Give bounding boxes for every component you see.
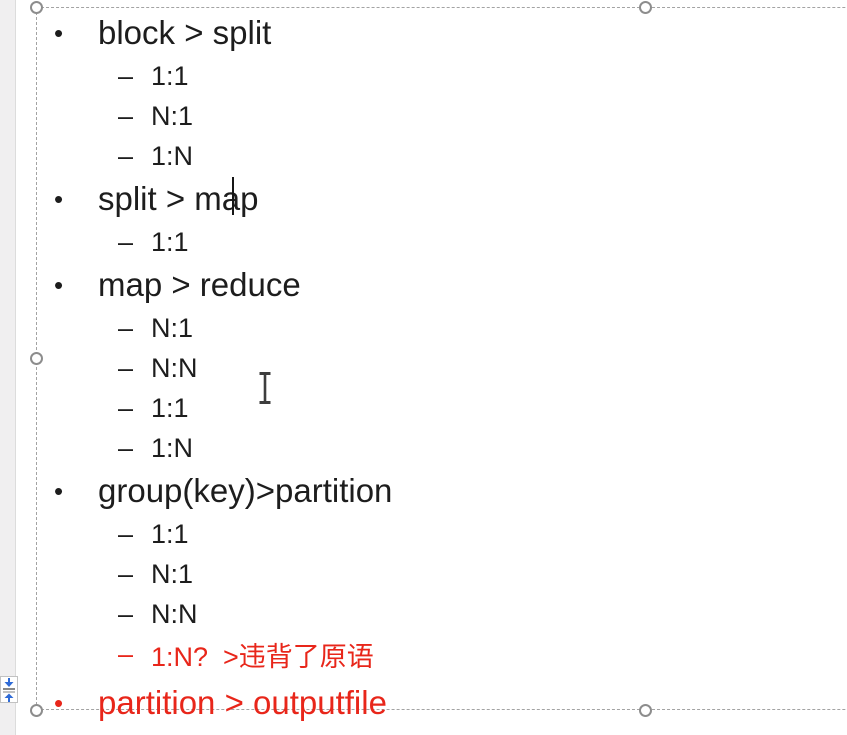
bullet-dash-icon: – [118,226,134,257]
list-item-text[interactable]: N:N [151,598,198,629]
list-item-text[interactable]: group(key)>partition [98,472,393,509]
list-item[interactable]: –1:1 [36,388,826,428]
ibeam-cursor-icon [259,372,271,404]
list-item-text[interactable]: N:1 [151,558,194,589]
list-item[interactable]: –1:1 [36,514,826,554]
text-caret [232,177,234,215]
list-item-text[interactable]: N:1 [151,312,194,343]
list-item[interactable]: –N:1 [36,308,826,348]
list-item-text[interactable]: split > map [98,180,259,217]
list-item[interactable]: • partition > outputfile [36,680,826,726]
list-item[interactable]: • split > map [36,176,826,222]
list-item[interactable]: –1:N? >违背了原语 [36,634,826,674]
resize-handle-middle-left[interactable] [30,352,43,365]
list-item-text[interactable]: 1:1 [151,60,189,91]
list-item-text[interactable]: N:1 [151,100,194,131]
list-item-text[interactable]: 1:N [151,432,194,463]
bullet-dash-icon: – [118,518,134,549]
list-item[interactable]: –N:1 [36,96,826,136]
list-item[interactable]: –1:N [36,136,826,176]
list-item-text[interactable]: 1:1 [151,226,189,257]
bullet-dash-icon: – [118,638,134,669]
bullet-dot-icon: • [54,476,64,506]
list-item-text[interactable]: block > split [98,14,272,51]
list-item[interactable]: • map > reduce [36,262,826,308]
bullet-dash-icon: – [118,392,134,423]
list-item[interactable]: –N:N [36,348,826,388]
bullet-dash-icon: – [118,432,134,463]
textbox-content[interactable]: •block > split–1:1–N:1–1:N•split > map–1… [36,10,826,726]
list-item[interactable]: • block > split [36,10,826,56]
list-item-text[interactable]: 1:1 [151,392,189,423]
resize-handle-top-left[interactable] [30,1,43,14]
list-item-text[interactable]: 1:1 [151,518,189,549]
collapse-splitter-icon [3,677,15,702]
bullet-dash-icon: – [118,312,134,343]
left-gutter [0,0,16,735]
list-item-text[interactable]: map > reduce [98,266,301,303]
pane-splitter-button[interactable] [0,676,18,703]
list-item[interactable]: –1:1 [36,222,826,262]
bullet-dash-icon: – [118,60,134,91]
bullet-dot-icon: • [54,18,64,48]
bullet-dot-icon: • [54,688,64,718]
bullet-dash-icon: – [118,558,134,589]
bullet-dash-icon: – [118,598,134,629]
bullet-dot-icon: • [54,270,64,300]
resize-handle-top-middle[interactable] [639,1,652,14]
list-item-text[interactable]: 1:N? >违背了原语 [151,641,374,672]
bullet-dash-icon: – [118,140,134,171]
list-item-text[interactable]: 1:N [151,140,194,171]
resize-handle-bottom-middle[interactable] [639,704,652,717]
list-item[interactable]: • group(key)>partition [36,468,826,514]
resize-handle-bottom-left[interactable] [30,704,43,717]
list-item[interactable]: –1:N [36,428,826,468]
bullet-dot-icon: • [54,184,64,214]
list-item-text[interactable]: N:N [151,352,198,383]
list-item-text[interactable]: partition > outputfile [98,684,387,721]
bullet-dash-icon: – [118,352,134,383]
list-item[interactable]: –1:1 [36,56,826,96]
bullet-dash-icon: – [118,100,134,131]
list-item[interactable]: –N:N [36,594,826,634]
list-item[interactable]: –N:1 [36,554,826,594]
